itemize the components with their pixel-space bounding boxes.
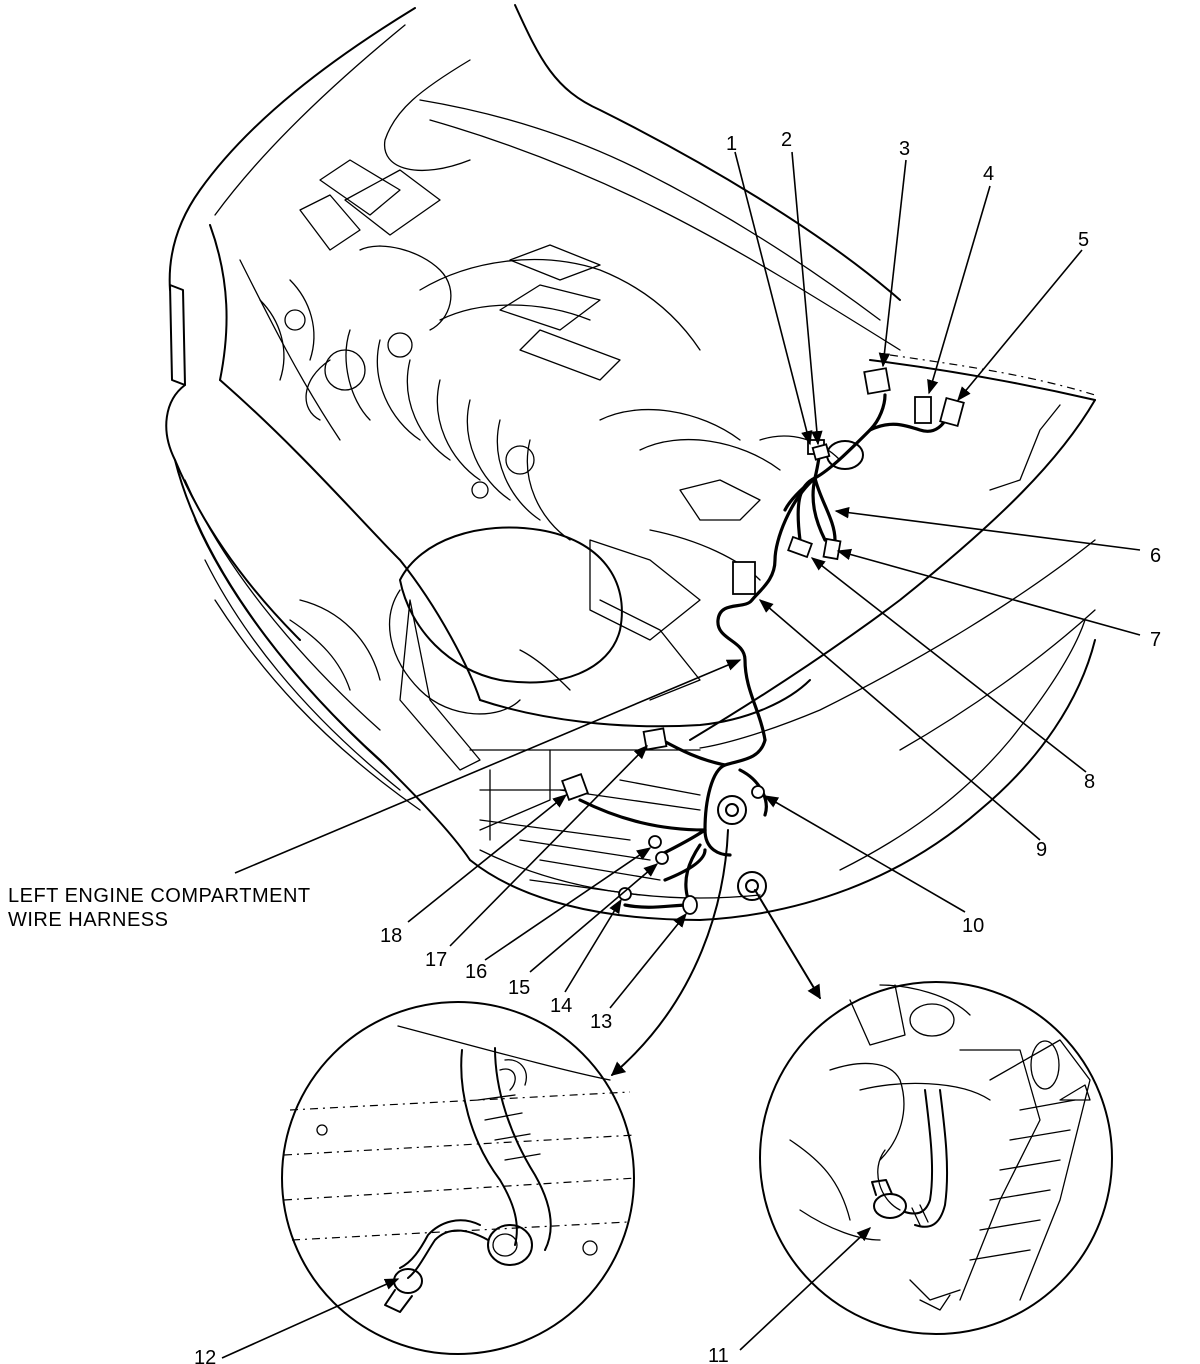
callout-4: 4 <box>983 163 994 185</box>
callout-13: 13 <box>590 1011 612 1033</box>
front-undertray <box>469 749 701 896</box>
callout-18: 18 <box>380 925 402 947</box>
connector-3 <box>863 367 891 395</box>
connector-14 <box>618 887 632 901</box>
callout-12: 12 <box>194 1347 216 1364</box>
callout-3: 3 <box>899 138 910 160</box>
callout-1: 1 <box>726 133 737 155</box>
wire-harness <box>578 393 952 909</box>
connector-15 <box>655 851 669 865</box>
connectors <box>561 367 965 915</box>
callout-15: 15 <box>508 977 530 999</box>
connector-5 <box>939 396 965 428</box>
callout-8: 8 <box>1084 771 1095 793</box>
ground-point-11 <box>737 871 767 901</box>
callout-14: 14 <box>550 995 572 1017</box>
harness-label: LEFT ENGINE COMPARTMENT WIRE HARNESS <box>8 884 311 932</box>
callout-11: 11 <box>708 1345 729 1364</box>
connector-13 <box>682 895 698 915</box>
ground-point-12 <box>717 795 747 825</box>
callout-10: 10 <box>962 915 984 937</box>
leader-lines <box>221 151 1141 1359</box>
connector-7 <box>822 537 842 561</box>
connector-8 <box>787 535 813 559</box>
callout-numbers: 1 2 3 4 5 6 7 8 9 10 18 17 16 15 14 13 1… <box>194 129 1161 1364</box>
connector-17 <box>642 727 668 751</box>
callout-6: 6 <box>1150 545 1161 567</box>
connector-1 <box>811 443 831 461</box>
vehicle-front-body <box>165 4 1096 921</box>
callout-2: 2 <box>781 129 792 151</box>
callout-17: 17 <box>425 949 447 971</box>
callout-5: 5 <box>1078 229 1089 251</box>
detail-view-ground-12 <box>281 1001 637 1355</box>
callout-16: 16 <box>465 961 487 983</box>
connector-9 <box>732 561 756 595</box>
callout-9: 9 <box>1036 839 1047 861</box>
detail-view-ground-11 <box>759 981 1113 1335</box>
harness-label-line1: LEFT ENGINE COMPARTMENT <box>8 885 311 907</box>
callout-7: 7 <box>1150 629 1161 651</box>
connector-4 <box>914 396 932 424</box>
harness-label-line2: WIRE HARNESS <box>8 909 169 931</box>
connector-10 <box>751 785 765 799</box>
connector-18 <box>561 773 589 801</box>
connector-16 <box>648 835 662 849</box>
